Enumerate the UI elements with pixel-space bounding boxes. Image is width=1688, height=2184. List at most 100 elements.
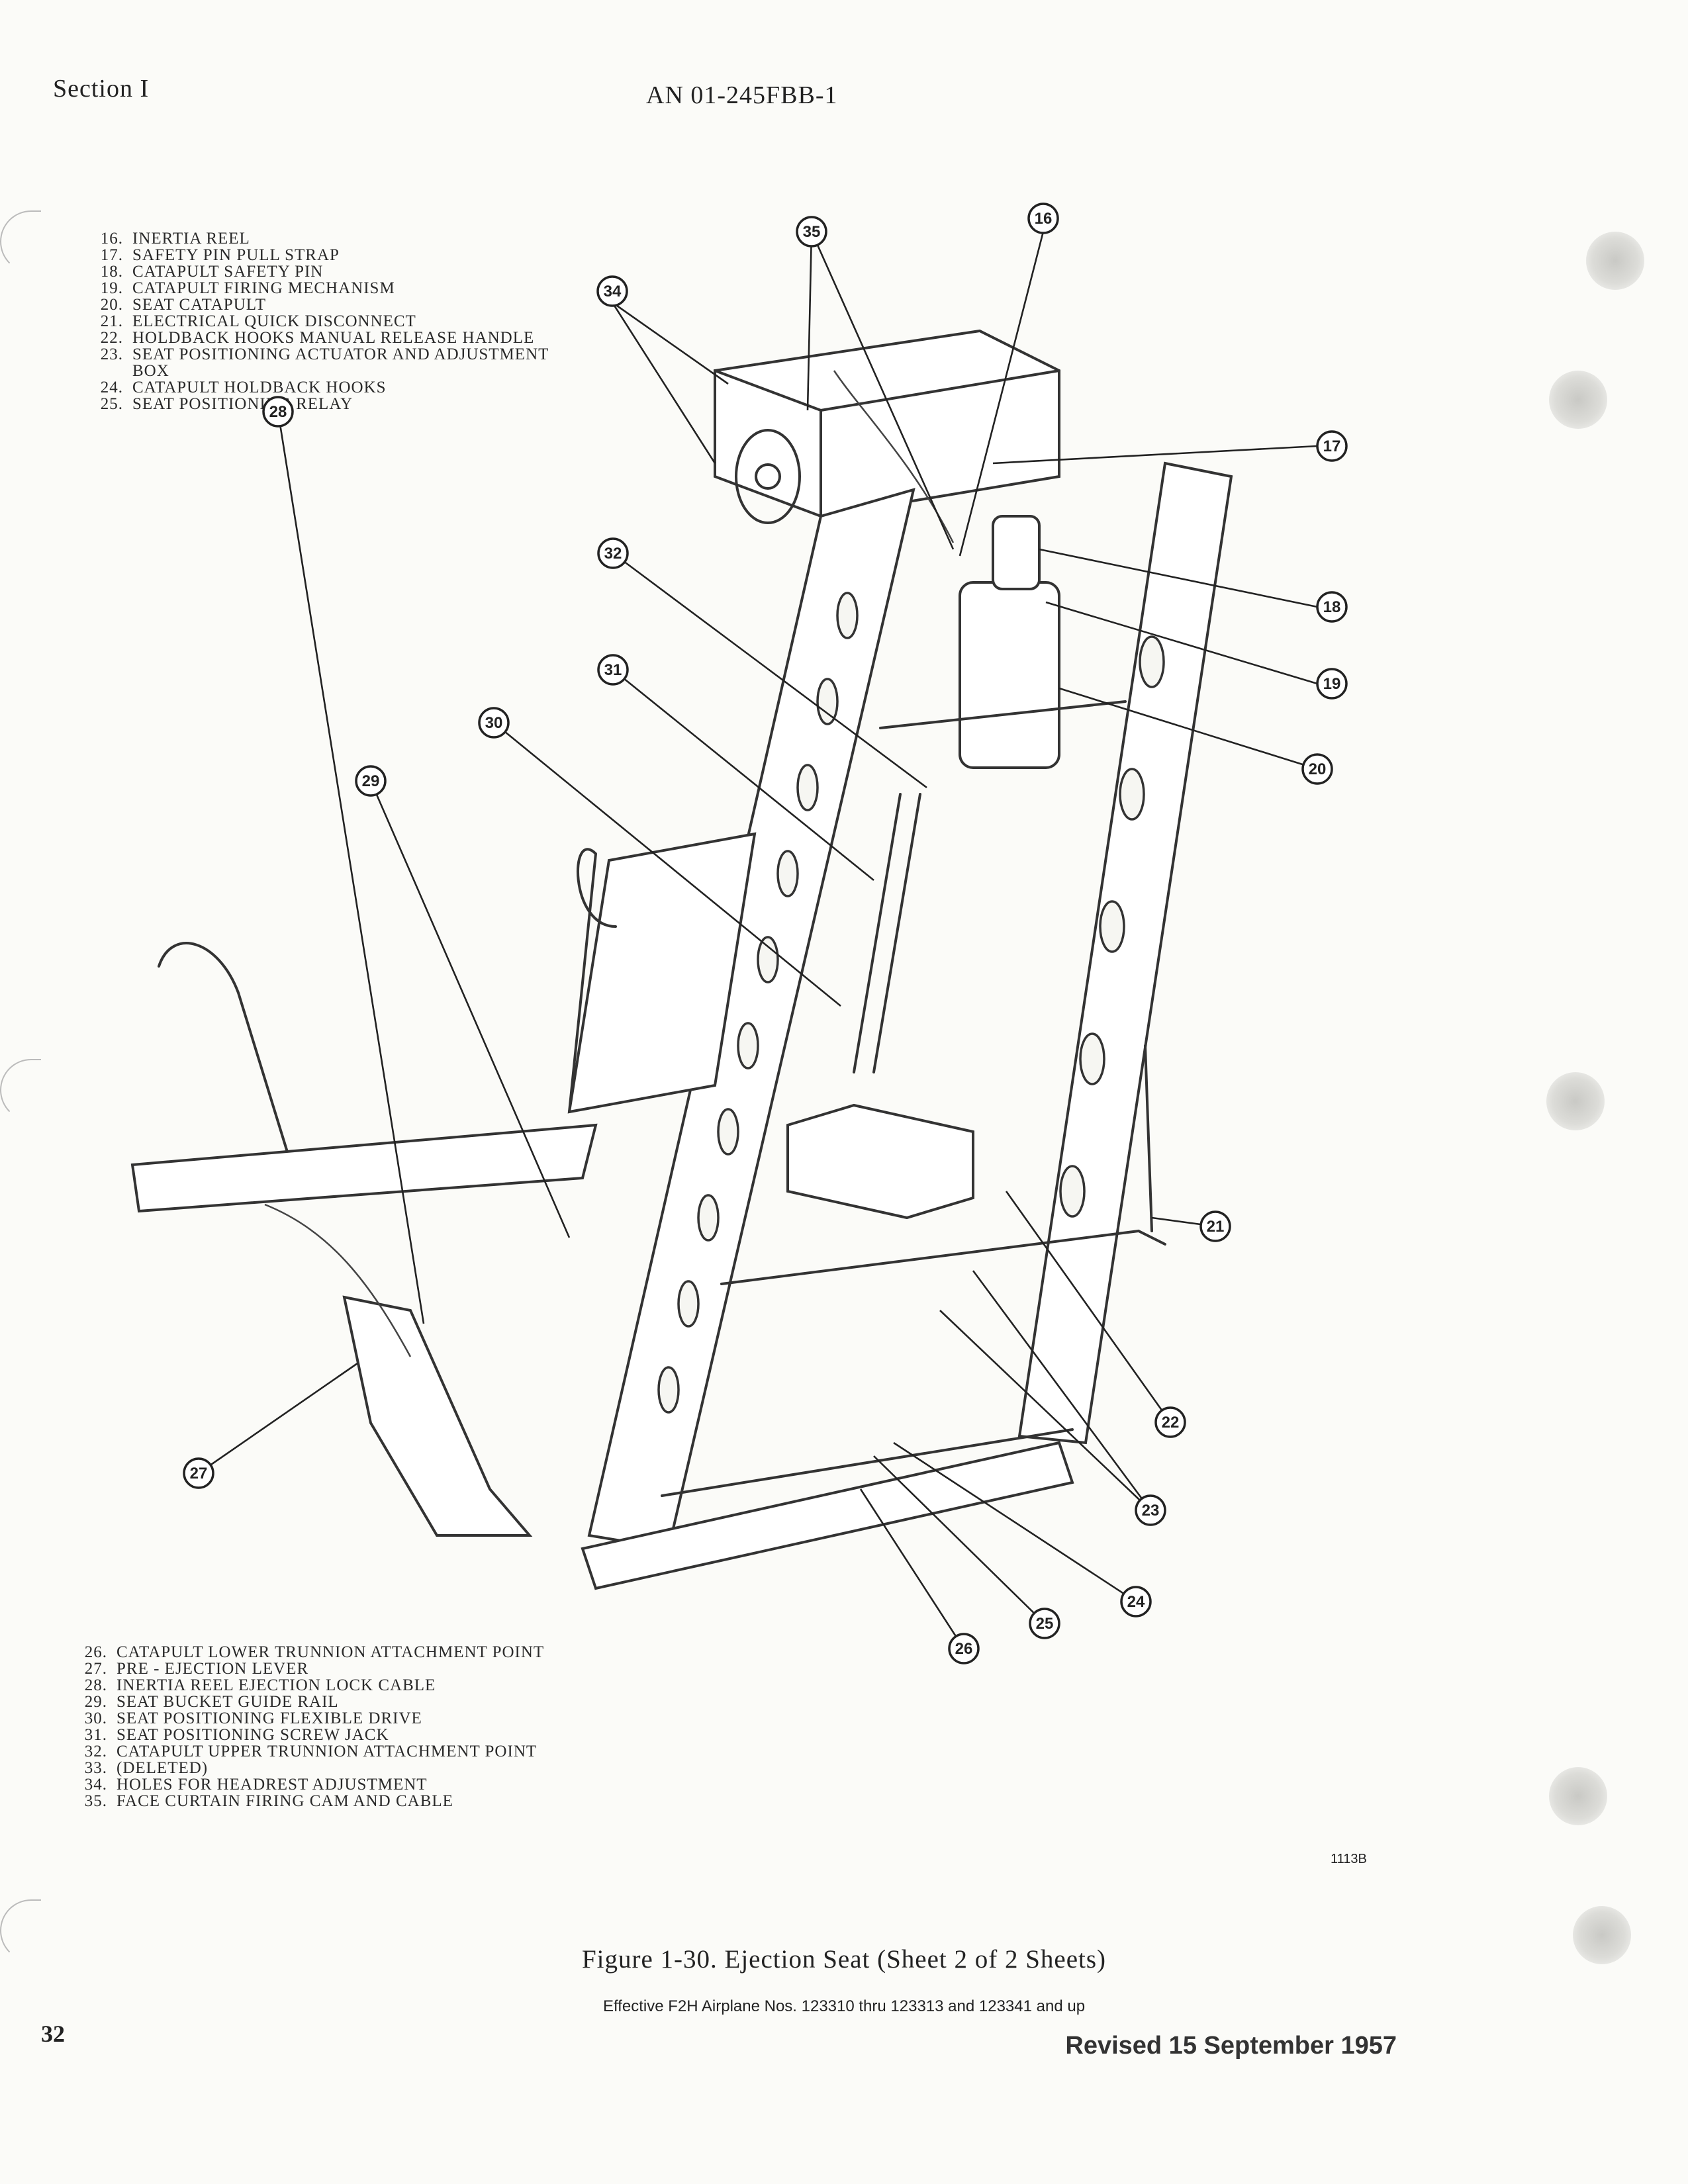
callout-27: 27 xyxy=(183,1457,214,1489)
punch-hole xyxy=(1549,371,1607,429)
svg-text:26: 26 xyxy=(955,1640,973,1658)
legend-number: 23. xyxy=(100,345,123,363)
headrest-edges xyxy=(714,369,1060,518)
legend-item: 35. FACE CURTAIN FIRING CAM AND CABLE xyxy=(73,1793,544,1809)
callout-22: 22 xyxy=(1154,1406,1186,1438)
punch-hole xyxy=(1546,1072,1605,1130)
svg-text:24: 24 xyxy=(1127,1593,1145,1611)
callout-29: 29 xyxy=(355,765,387,797)
legend-item: 28.INERTIA REEL EJECTION LOCK CABLE xyxy=(73,1677,544,1694)
legend-item: 21.ELECTRICAL QUICK DISCONNECT xyxy=(89,313,549,330)
svg-text:34: 34 xyxy=(604,283,622,300)
cam-hub xyxy=(755,463,781,490)
legend-item: 19. CATAPULT FIRING MECHANISM xyxy=(89,280,549,296)
legend-text: SEAT POSITIONING SCREW JACK xyxy=(117,1726,389,1744)
svg-text:22: 22 xyxy=(1162,1414,1180,1432)
legend-text: CATAPULT HOLDBACK HOOKS xyxy=(132,379,387,396)
legend-item: 22. HOLDBACK HOOKS MANUAL RELEASE HANDLE xyxy=(89,330,549,346)
callout-34: 34 xyxy=(596,275,628,307)
legend-bottom: 26.CATAPULT LOWER TRUNNION ATTACHMENT PO… xyxy=(73,1644,544,1809)
section-header: Section I xyxy=(53,75,150,103)
callout-16: 16 xyxy=(1027,203,1059,234)
callout-20: 20 xyxy=(1301,753,1333,785)
legend-number: 33. xyxy=(84,1759,107,1777)
rail-holes xyxy=(657,592,1165,1414)
armrest-frame xyxy=(130,1123,598,1213)
legend-text: CATAPULT FIRING MECHANISM xyxy=(132,279,395,297)
legend-item: 31. SEAT POSITIONING SCREW JACK xyxy=(73,1727,544,1743)
legend-text: CATAPULT SAFETY PIN xyxy=(132,263,324,281)
legend-text: (DELETED) xyxy=(117,1759,209,1777)
svg-text:35: 35 xyxy=(803,223,821,241)
legend-text: HOLDBACK HOOKS MANUAL RELEASE HANDLE xyxy=(132,329,535,347)
callout-24: 24 xyxy=(1120,1586,1152,1617)
screw-jack xyxy=(853,793,921,1073)
legend-text: SEAT POSITIONING ACTUATOR AND ADJUSTMENT xyxy=(132,345,549,363)
legend-number: 27. xyxy=(84,1660,107,1678)
legend-text: SAFETY PIN PULL STRAP xyxy=(132,246,340,264)
crossbars xyxy=(661,700,1140,1497)
callout-26: 26 xyxy=(948,1633,980,1664)
legend-number: 22. xyxy=(100,329,123,347)
legend-number: 32. xyxy=(84,1743,107,1760)
legend-item: 25.SEAT POSITIONING RELAY xyxy=(89,396,549,412)
callout-30: 30 xyxy=(478,707,510,739)
legend-item: 32.CATAPULT UPPER TRUNNION ATTACHMENT PO… xyxy=(73,1743,544,1760)
callout-31: 31 xyxy=(597,654,629,686)
legend-item: 27. PRE - EJECTION LEVER xyxy=(73,1661,544,1677)
legend-item: 30.SEAT POSITIONING FLEXIBLE DRIVE xyxy=(73,1710,544,1727)
svg-text:29: 29 xyxy=(362,772,380,790)
svg-text:25: 25 xyxy=(1036,1615,1054,1633)
pre-ejection-lever xyxy=(342,1295,533,1537)
legend-number: 28. xyxy=(84,1676,107,1694)
legend-item: 17.SAFETY PIN PULL STRAP xyxy=(89,247,549,263)
callout-18: 18 xyxy=(1316,591,1348,623)
callout-21: 21 xyxy=(1199,1210,1231,1242)
punch-hole xyxy=(1573,1906,1631,1964)
svg-text:19: 19 xyxy=(1323,675,1341,693)
legend-text: SEAT CATAPULT xyxy=(132,296,267,314)
legend-number: 35. xyxy=(84,1792,107,1810)
legend-item: 23. SEAT POSITIONING ACTUATOR AND ADJUSTM… xyxy=(89,346,549,363)
callout-23: 23 xyxy=(1135,1494,1166,1526)
svg-text:31: 31 xyxy=(604,661,622,679)
svg-text:23: 23 xyxy=(1142,1502,1160,1520)
callout-25: 25 xyxy=(1029,1608,1060,1639)
legend-text: PRE - EJECTION LEVER xyxy=(117,1660,309,1678)
callout-19: 19 xyxy=(1316,668,1348,700)
legend-number: 34. xyxy=(84,1776,107,1794)
legend-text: CATAPULT LOWER TRUNNION ATTACHMENT POINT xyxy=(117,1643,545,1661)
legend-text: ELECTRICAL QUICK DISCONNECT xyxy=(132,312,416,330)
lock-cable xyxy=(264,1203,412,1357)
callout-32: 32 xyxy=(597,537,629,569)
figure-caption: Figure 1-30. Ejection Seat (Sheet 2 of 2… xyxy=(581,1945,1107,1974)
svg-text:32: 32 xyxy=(604,545,622,563)
svg-text:20: 20 xyxy=(1309,760,1327,778)
headrest xyxy=(714,329,1060,518)
legend-number: 31. xyxy=(84,1726,107,1744)
relay-box xyxy=(786,1103,974,1220)
legend-item: 20.SEAT CATAPULT xyxy=(89,296,549,313)
legend-item: 29.SEAT BUCKET GUIDE RAIL xyxy=(73,1694,544,1710)
legend-number: 18. xyxy=(100,263,123,281)
punch-hole xyxy=(1586,232,1644,290)
svg-text:16: 16 xyxy=(1035,210,1053,228)
seat-bucket-back xyxy=(567,832,757,1114)
legend-text: SEAT POSITIONING FLEXIBLE DRIVE xyxy=(117,1709,422,1727)
legend-text: FACE CURTAIN FIRING CAM AND CABLE xyxy=(117,1792,453,1810)
legend-number: 24. xyxy=(100,379,123,396)
seat-catapult-tube xyxy=(959,581,1060,769)
legend-item: 34.HOLES FOR HEADREST ADJUSTMENT xyxy=(73,1776,544,1793)
callout-35: 35 xyxy=(796,216,827,248)
callouts: 16 17 18 19 20 21 22 23 24 25 26 27 28 2… xyxy=(183,203,1348,1664)
seat-bucket-guide xyxy=(568,848,617,1113)
legend-item: 24. CATAPULT HOLDBACK HOOKS xyxy=(89,379,549,396)
punch-hole xyxy=(1549,1767,1607,1825)
callout-28: 28 xyxy=(262,396,294,428)
legend-text: INERTIA REEL xyxy=(132,230,250,248)
firing-cam xyxy=(735,429,801,524)
legend-number: 19. xyxy=(100,279,123,297)
